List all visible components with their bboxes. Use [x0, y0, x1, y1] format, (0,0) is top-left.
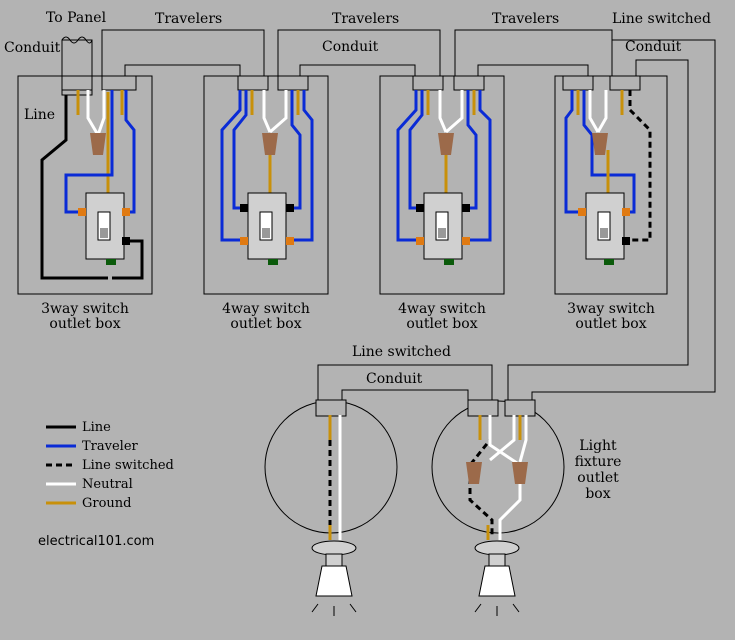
box-4-label-2: outlet box: [575, 316, 646, 332]
box-1-label-2: outlet box: [49, 316, 120, 332]
legend-label-traveler: Traveler: [82, 439, 139, 454]
switch-4way-2: [416, 133, 470, 265]
label-fixture-2: fixture: [575, 454, 622, 470]
wire-nut: [90, 133, 106, 155]
conduit-4-fixture: [507, 39, 716, 405]
box-1-label-1: 3way switch: [41, 301, 129, 317]
label-fixture-3: outlet: [577, 470, 619, 486]
box-2-label-2: outlet box: [230, 316, 301, 332]
panel-conduit-break: [61, 36, 93, 44]
label-line: Line: [24, 107, 55, 123]
label-to-panel: To Panel: [46, 10, 107, 26]
label-conduit-left: Conduit: [4, 40, 61, 56]
switch-3way-2: [578, 133, 630, 265]
outlet-boxes: [17, 75, 668, 295]
conduit-pipes: [61, 29, 716, 405]
label-conduit-mid: Conduit: [322, 39, 379, 55]
conduit-1-2: [101, 29, 265, 80]
label-travelers-3: Travelers: [492, 11, 559, 27]
legend: [46, 425, 76, 505]
box-3-label-2: outlet box: [406, 316, 477, 332]
conduit-2-3: [277, 29, 441, 80]
label-line-switched-top: Line switched: [612, 11, 711, 27]
box-2-label-1: 4way switch: [222, 301, 310, 317]
line-wire: [40, 95, 108, 280]
fixture-wires: [328, 415, 528, 540]
conduit-fixtures: [317, 364, 493, 402]
website-credit: electrical101.com: [38, 534, 154, 549]
label-fixture-4: box: [585, 486, 610, 502]
label-line-switched: Line switched: [352, 344, 451, 360]
switch-3way-1: [78, 133, 130, 265]
label-conduit-right: Conduit: [625, 39, 682, 55]
label-travelers-1: Travelers: [155, 11, 222, 27]
fixture-box-right: [431, 400, 565, 534]
label-conduit-lower: Conduit: [366, 371, 423, 387]
labels: To Panel Conduit Travelers Travelers Tra…: [4, 10, 711, 549]
legend-label-ground: Ground: [82, 496, 132, 511]
bulb-left: [311, 540, 357, 616]
legend-label-switched: Line switched: [82, 458, 174, 473]
box-4-label-1: 3way switch: [567, 301, 655, 317]
label-travelers-2: Travelers: [332, 11, 399, 27]
label-fixture-1: Light: [579, 438, 617, 454]
legend-label-neutral: Neutral: [82, 477, 133, 492]
legend-label-line: Line: [82, 420, 111, 435]
conduit-3-4: [454, 29, 613, 80]
box-3-label-1: 4way switch: [398, 301, 486, 317]
bulb-right: [474, 540, 520, 616]
switch-4way-1: [240, 133, 294, 265]
